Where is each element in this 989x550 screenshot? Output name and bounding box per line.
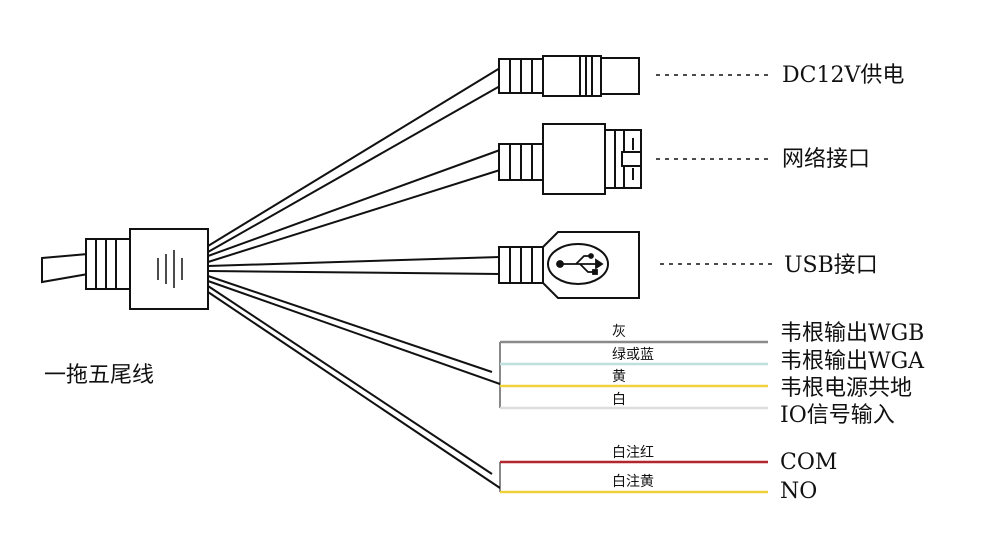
fan-out-cables	[207, 67, 501, 489]
dc-label: DC12V供电	[782, 63, 904, 88]
main-cable	[41, 228, 209, 310]
wire-function-label: 韦根输出WGB	[780, 321, 924, 346]
usb-icon	[556, 253, 604, 275]
wire-function-label: COM	[780, 450, 837, 475]
main-label: 一拖五尾线	[44, 363, 154, 388]
wire-color-label: 白注红	[612, 445, 654, 461]
wire-color-label: 白注黄	[612, 473, 654, 490]
wire-function-label: NO	[780, 479, 817, 504]
usb-label: USB接口	[784, 253, 878, 278]
colored-wires	[500, 340, 768, 494]
wire-function-label: 韦根输出WGA	[780, 349, 925, 374]
wire-color-label: 白	[612, 392, 626, 408]
wire-color-label: 绿或蓝	[612, 347, 654, 363]
usb-connector	[498, 231, 640, 299]
wire-function-label: IO信号输入	[780, 403, 895, 428]
wire-color-label: 黄	[612, 368, 626, 385]
network-connector	[498, 123, 642, 195]
leader-lines	[656, 74, 772, 265]
dc-connector	[498, 55, 640, 97]
wire-color-label: 灰	[612, 324, 626, 340]
network-label: 网络接口	[782, 147, 870, 172]
wire-function-label: 韦根电源共地	[780, 376, 912, 401]
